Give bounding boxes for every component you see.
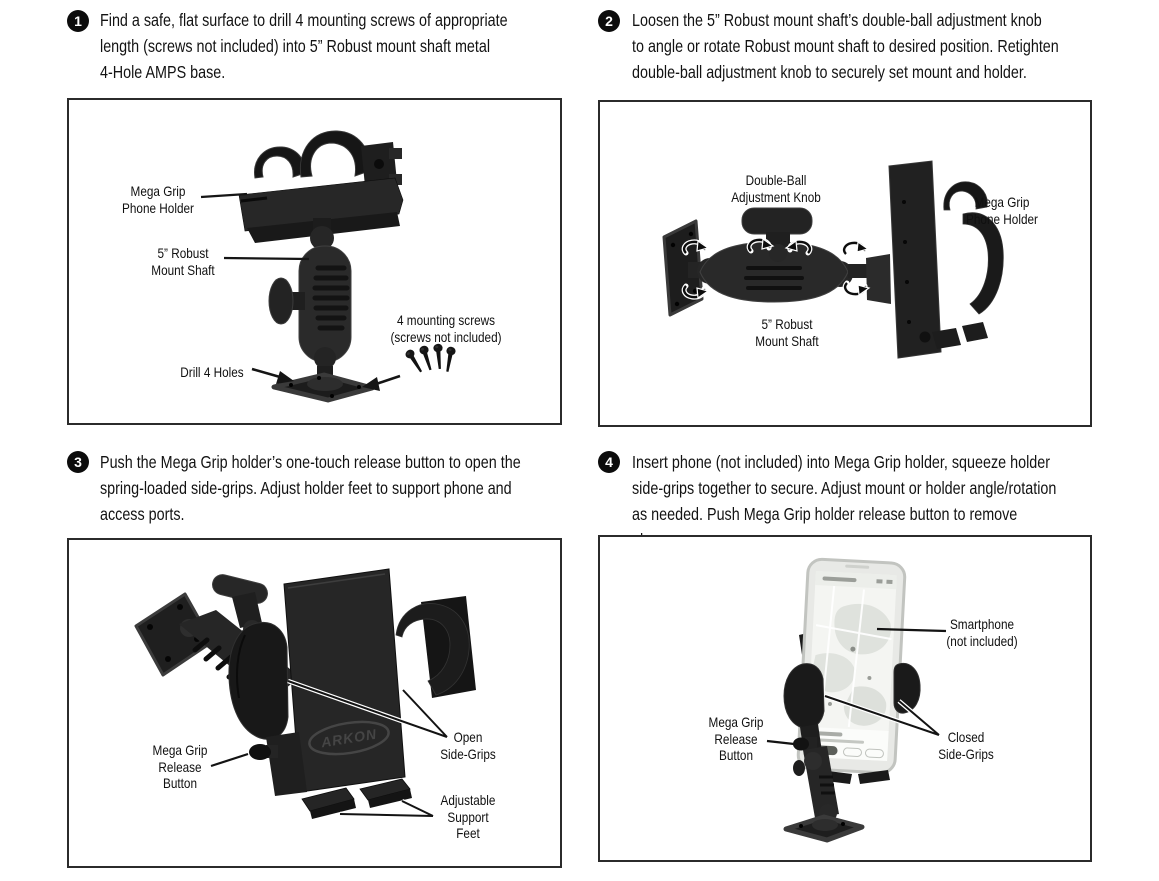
leader-line — [210, 752, 249, 768]
panel-step-1: Mega Grip Phone Holder 5” Robust Mount S… — [67, 98, 562, 425]
label-double-ball-adjustment-knob: Double-Ball Adjustment Knob — [731, 172, 821, 205]
amps-base-illustration — [783, 814, 865, 843]
adjustment-knob-illustration — [741, 207, 813, 262]
leader-line — [339, 800, 434, 817]
step-2-instruction: Loosen the 5” Robust mount shaft’s doubl… — [632, 10, 1059, 82]
step-1-number-badge: 1 — [67, 10, 89, 32]
mount-assembly-illustration — [200, 130, 457, 403]
phone-holder-illustration: ARKON — [228, 568, 476, 796]
label-mega-grip-phone-holder: Mega Grip Phone Holder — [122, 183, 194, 216]
drill-arrow-icon — [251, 367, 281, 379]
step-3-instruction: Push the Mega Grip holder’s one-touch re… — [100, 452, 521, 524]
rotation-arrow-icon — [844, 242, 868, 254]
open-side-grip-icon — [228, 621, 289, 740]
step-3-number-badge: 3 — [67, 451, 89, 473]
panel-step-4: Smartphone (not included) Mega Grip Rele… — [598, 535, 1092, 862]
label-mega-grip-release-button: Mega Grip Release Button — [152, 742, 208, 791]
amps-base-illustration — [271, 372, 375, 403]
screws-arrow-icon — [375, 374, 401, 386]
leader-lines — [766, 627, 947, 746]
support-feet-illustration — [301, 778, 412, 819]
step-2-number-badge: 2 — [598, 10, 620, 32]
phone-holder-illustration — [866, 160, 1004, 359]
label-closed-side-grips: Closed Side-Grips — [938, 729, 994, 762]
arrowhead-icon — [276, 371, 294, 384]
step-4-number-badge: 4 — [598, 451, 620, 473]
mount-rotation-illustration — [662, 160, 1004, 359]
leader-line — [824, 695, 940, 736]
label-adjustable-support-feet: Adjustable Support Feet — [440, 792, 496, 841]
leader-line — [223, 256, 310, 261]
mount-shaft-illustration — [697, 241, 872, 303]
mounting-screws-illustration — [403, 343, 457, 375]
label-mega-grip-release-button: Mega Grip Release Button — [708, 714, 764, 763]
release-button-icon — [249, 744, 271, 760]
label-open-side-grips: Open Side-Grips — [440, 729, 496, 762]
tension-knob-icon — [268, 277, 294, 325]
leader-lines — [210, 678, 449, 819]
arrowhead-icon — [362, 377, 380, 391]
closed-side-grips-illustration — [783, 662, 921, 755]
leader-lines — [200, 192, 401, 386]
side-grip-fin-icon — [254, 146, 306, 179]
panel-step-2: Double-Ball Adjustment Knob Mega Grip Ph… — [598, 100, 1092, 427]
open-side-grip-icon — [395, 603, 470, 696]
mount-shaft-illustration — [268, 218, 352, 380]
side-grip-fin-icon — [299, 130, 370, 178]
rotation-arrow-icon — [845, 283, 869, 295]
step-1-instruction: Find a safe, flat surface to drill 4 mou… — [100, 10, 508, 82]
label-mega-grip-phone-holder: Mega Grip Phone Holder — [966, 194, 1038, 227]
leader-line — [876, 627, 947, 633]
label-robust-mount-shaft: 5” Robust Mount Shaft — [755, 316, 819, 349]
label-robust-mount-shaft: 5” Robust Mount Shaft — [151, 245, 215, 278]
side-grip-fin-icon — [962, 212, 1004, 315]
leader-line — [287, 680, 448, 738]
phone-in-holder-illustration — [766, 557, 947, 843]
label-mounting-screws: 4 mounting screws (screws not included) — [390, 312, 502, 345]
open-holder-illustration: ARKON — [134, 568, 476, 819]
panel-step-3: ARKON Mega Grip Release Button Open Side… — [67, 538, 562, 868]
leader-line — [766, 739, 795, 746]
label-drill-4-holes: Drill 4 Holes — [180, 364, 244, 380]
label-smartphone-not-included: Smartphone (not included) — [946, 616, 1018, 649]
side-grip-fin-icon — [943, 181, 988, 211]
release-button-icon — [793, 737, 809, 751]
leader-line — [200, 192, 248, 199]
